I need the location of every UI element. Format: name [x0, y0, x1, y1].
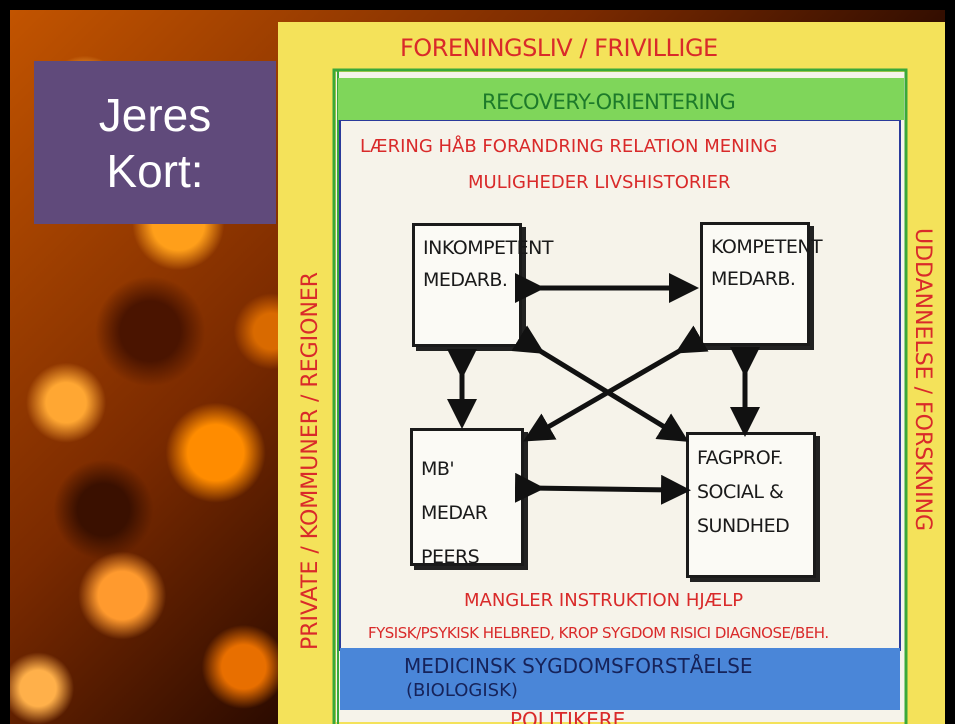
top-label: FORENINGSLIV / FRIVILLIGE [400, 34, 718, 62]
recovery-bar [338, 78, 904, 120]
slide-title-box: Jeres Kort: [34, 61, 276, 224]
arrow-diagonal-2 [523, 325, 709, 442]
box-fagprof-text: FAGPROF. SOCIAL & SUNDHED [697, 447, 790, 537]
physical-label: FYSISK/PSYKISK HELBRED, KROP SYGDOM RISI… [368, 624, 829, 642]
arrow-bottom [514, 472, 691, 505]
values-line2: MULIGHEDER LIVSHISTORIER [468, 172, 731, 193]
values-line1: LÆRING HÅB FORANDRING RELATION MENING [360, 136, 778, 157]
slide-title: Jeres Kort: [98, 88, 212, 197]
box-peers-text: MB' MEDAR PEERS [421, 458, 488, 568]
recovery-label: RECOVERY-ORIENTERING [482, 90, 736, 114]
box-kompetent-text: KOMPETENT MEDARB. [711, 236, 823, 290]
box-peers: MB' MEDAR PEERS [410, 428, 524, 568]
box-inkompetent-text: INKOMPETENT MEDARB. [423, 237, 553, 291]
box-inkompetent: INKOMPETENT MEDARB. [412, 223, 553, 347]
box-fagprof: FAGPROF. SOCIAL & SUNDHED [686, 432, 816, 578]
medical-sub: (BIOLOGISK) [406, 680, 518, 701]
arrow-diagonal-1 [511, 325, 689, 442]
lack-label: MANGLER INSTRUKTION HJÆLP [464, 590, 744, 611]
box-kompetent: KOMPETENT MEDARB. [700, 222, 823, 346]
medical-label: MEDICINSK SYGDOMSFORSTÅELSE [404, 654, 753, 678]
medical-bar [340, 648, 900, 710]
bottom-label: POLITIKERE [510, 708, 626, 724]
